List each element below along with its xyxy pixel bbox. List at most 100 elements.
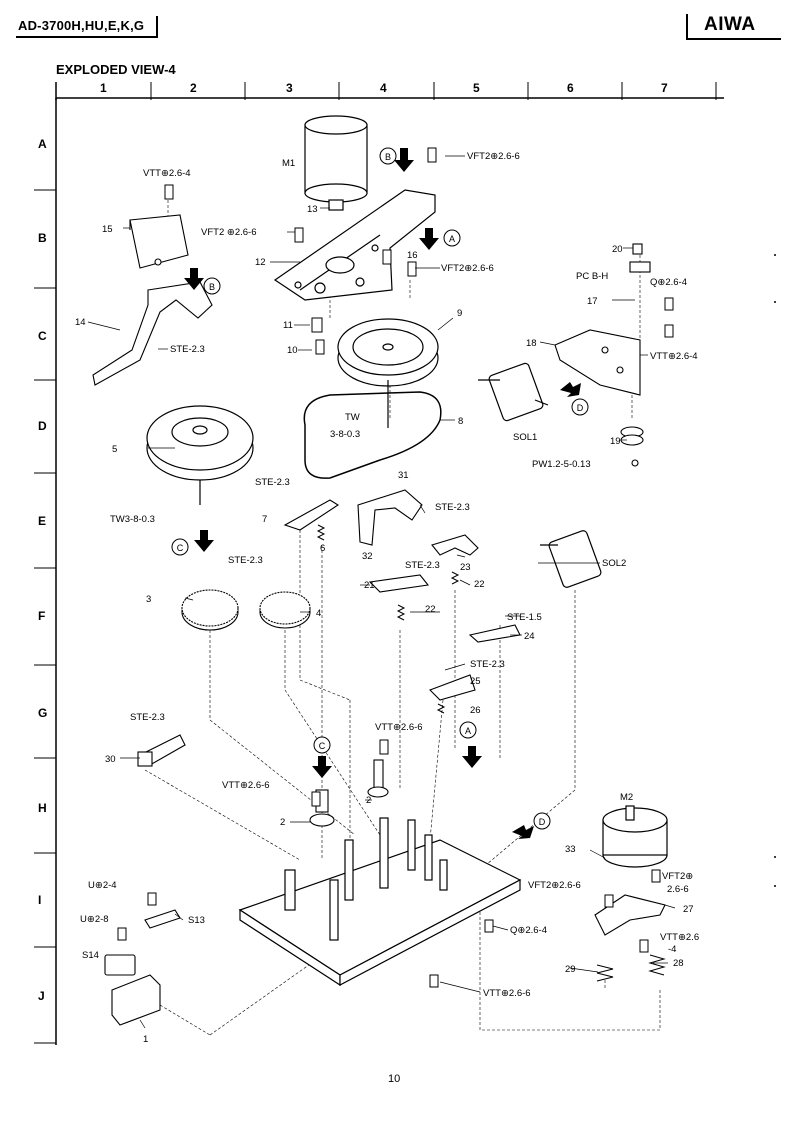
label-7: 7 xyxy=(262,514,267,525)
label-11: 11 xyxy=(283,320,293,331)
lever-14 xyxy=(92,281,213,386)
header-rule-left xyxy=(16,36,156,38)
label-m2: M2 xyxy=(620,792,633,803)
label-3: 3 xyxy=(146,594,151,605)
label-22: 22 xyxy=(474,579,485,590)
label-8: 8 xyxy=(458,416,463,427)
label-pcb-h: PC B-H xyxy=(576,271,608,282)
label-vft2: VFT2⊕2.6-6 xyxy=(467,151,520,162)
part-19 xyxy=(620,426,644,467)
label-u: U⊕2-8 xyxy=(80,914,109,925)
column-label: 7 xyxy=(661,81,668,95)
label-6: 6 xyxy=(320,543,325,554)
label-sol1: SOL1 xyxy=(513,432,537,443)
row-label: A xyxy=(38,137,47,151)
label-13: 13 xyxy=(307,204,318,215)
arrow-circles: B A B D C C A D xyxy=(171,147,589,830)
label-s13: S13 xyxy=(188,915,205,926)
arrow-d-lower xyxy=(512,825,534,839)
label-vtt: VTT⊕2.6-4 xyxy=(143,168,191,179)
arrow-c-lower xyxy=(312,756,332,778)
label-ste: STE-2.3 xyxy=(170,344,205,355)
row-label: B xyxy=(38,231,47,245)
part-20 xyxy=(629,243,651,273)
header-tick-right xyxy=(686,14,688,40)
solenoid-sol1 xyxy=(478,362,549,422)
label-4: 4 xyxy=(316,608,321,619)
label-u: U⊕2-4 xyxy=(88,880,117,891)
label-5: 5 xyxy=(112,444,117,455)
label-tw: TW xyxy=(345,412,360,423)
row-label: J xyxy=(38,989,45,1003)
label-17: 17 xyxy=(587,296,598,307)
label-vtt: VTT⊕2.6-6 xyxy=(375,722,423,733)
label-tw3: TW3-8-0.3 xyxy=(110,514,155,525)
label-31: 31 xyxy=(398,470,409,481)
arrow-b-top xyxy=(394,148,414,172)
label-q: Q⊕2.6-4 xyxy=(510,925,547,936)
solenoid-sol2 xyxy=(540,530,602,588)
label-25: 25 xyxy=(470,676,481,687)
label-30: 30 xyxy=(105,754,116,765)
label-21: 21 xyxy=(364,580,375,591)
part-30 xyxy=(137,734,186,767)
arrow-label-c: C xyxy=(319,741,326,751)
belt-8 xyxy=(303,391,442,479)
page-number: 10 xyxy=(388,1073,401,1085)
label-vft2: VFT2⊕ xyxy=(662,871,693,882)
gear-4 xyxy=(259,591,311,629)
column-label: 3 xyxy=(286,81,293,95)
label-ste: STE-2.3 xyxy=(435,502,470,513)
label-19: 19 xyxy=(610,436,621,447)
switch-s13 xyxy=(144,909,181,929)
arrow-label-b: B xyxy=(385,152,391,162)
label-2: 2 xyxy=(366,795,371,806)
label-12: 12 xyxy=(255,257,266,268)
small-levers xyxy=(283,489,521,701)
arrow-label-b: B xyxy=(209,282,215,292)
label-vtt: VTT⊕2.6-6 xyxy=(483,988,531,999)
switch-s14 xyxy=(104,954,136,976)
label-ste: STE-2.3 xyxy=(255,477,290,488)
springs xyxy=(316,524,666,982)
header-tick-left xyxy=(156,16,158,38)
row-label: H xyxy=(38,801,47,815)
label-18: 18 xyxy=(526,338,537,349)
label-22: 22 xyxy=(425,604,436,615)
part-labels: M1 VFT2⊕2.6-6 VTT⊕2.6-4 13 15 VFT2 ⊕2.6-… xyxy=(75,151,699,1045)
label-vft2: 2.6-6 xyxy=(667,884,689,895)
label-16: 16 xyxy=(407,250,418,261)
label-9: 9 xyxy=(457,308,462,319)
motor-m1 xyxy=(304,115,368,211)
label-32: 32 xyxy=(362,551,373,562)
bracket-18 xyxy=(554,329,641,396)
arrow-label-d: D xyxy=(577,403,584,413)
label-vtt: VTT⊕2.6-6 xyxy=(222,780,270,791)
column-label: 1 xyxy=(100,81,107,95)
label-ste: STE-2.3 xyxy=(470,659,505,670)
row-label: F xyxy=(38,609,45,623)
arrow-a-lower xyxy=(462,746,482,768)
arrow-c-left xyxy=(194,530,214,552)
label-vft2: VFT2⊕2.6-6 xyxy=(441,263,494,274)
label-23: 23 xyxy=(460,562,471,573)
column-label: 2 xyxy=(190,81,197,95)
reel-5 xyxy=(146,405,254,505)
label-q: Q⊕2.6-4 xyxy=(650,277,687,288)
label-29: 29 xyxy=(565,964,576,975)
row-label: G xyxy=(38,706,47,720)
arrow-label-a: A xyxy=(465,726,471,736)
label-tw-spec: 3-8-0.3 xyxy=(330,429,360,440)
arrow-label-c: C xyxy=(177,543,184,553)
row-label: E xyxy=(38,514,46,528)
label-10: 10 xyxy=(287,345,298,356)
label-pw: PW1.2-5-0.13 xyxy=(532,459,591,470)
row-label: D xyxy=(38,419,47,433)
grid-row-labels: A B C D E F G H I J xyxy=(38,137,47,1003)
label-26: 26 xyxy=(470,705,481,716)
label-28: 28 xyxy=(673,958,684,969)
arrow-label-d: D xyxy=(539,817,546,827)
label-24: 24 xyxy=(524,631,535,642)
label-sol2: SOL2 xyxy=(602,558,626,569)
